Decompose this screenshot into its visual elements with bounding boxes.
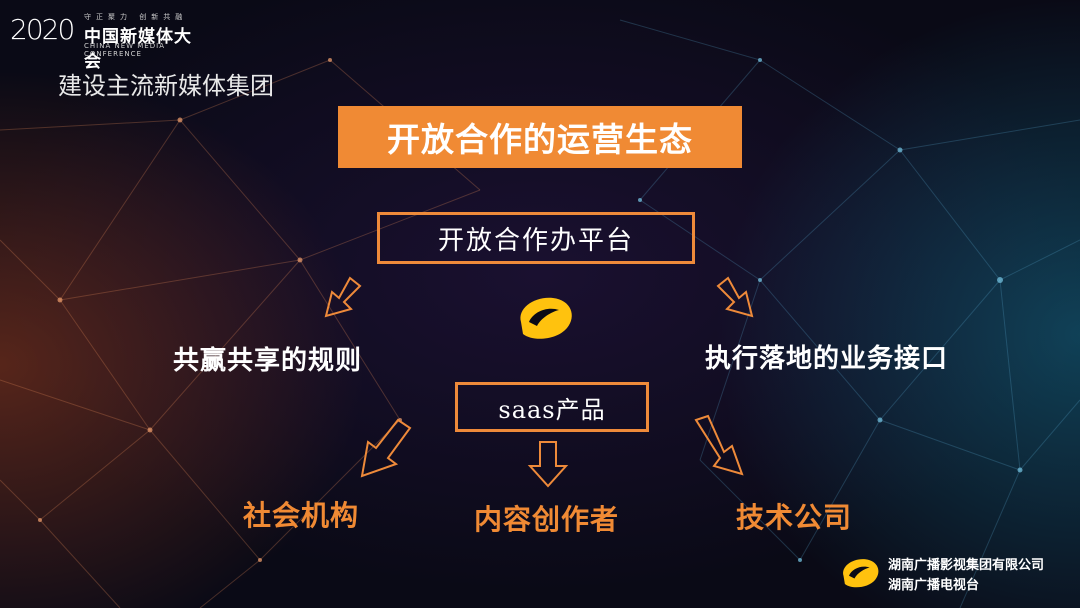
- mango-logo-icon: [843, 559, 879, 588]
- broadcaster-group-name: 湖南广播影视集团有限公司: [888, 558, 1045, 573]
- product-box: saas产品: [455, 382, 649, 432]
- conference-name: 中国新媒体大会: [84, 27, 192, 72]
- target-tech-companies: 技术公司: [736, 501, 853, 534]
- broadcaster-logo: 湖南广播影视集团有限公司 湖南广播电视台: [838, 550, 1068, 600]
- down-arrow-icon: [527, 441, 569, 488]
- target-content-creators: 内容创作者: [474, 503, 620, 536]
- broadcaster-station-name: 湖南广播电视台: [888, 578, 980, 593]
- down-arrow-icon: [324, 276, 362, 318]
- slide-subtitle: 建设主流新媒体集团: [58, 72, 274, 100]
- conference-motto: 守正聚力 创新共融: [84, 13, 188, 21]
- down-arrow-icon: [694, 414, 744, 476]
- left-branch-label: 共赢共享的规则: [173, 346, 363, 376]
- right-branch-label: 执行落地的业务接口: [705, 344, 949, 374]
- slide-title: 开放合作的运营生态: [338, 106, 742, 168]
- down-arrow-icon: [716, 276, 754, 318]
- conference-logo: 2020 守正聚力 创新共融 中国新媒体大会 CHINA NEW MEDIA C…: [10, 10, 200, 72]
- platform-box: 开放合作办平台: [377, 212, 695, 264]
- conference-year: 2020: [10, 13, 75, 46]
- conference-name-en: CHINA NEW MEDIA CONFERENCE: [84, 42, 165, 58]
- mango-logo-icon: [520, 297, 572, 339]
- down-arrow-icon: [360, 418, 412, 478]
- target-social-orgs: 社会机构: [243, 499, 360, 532]
